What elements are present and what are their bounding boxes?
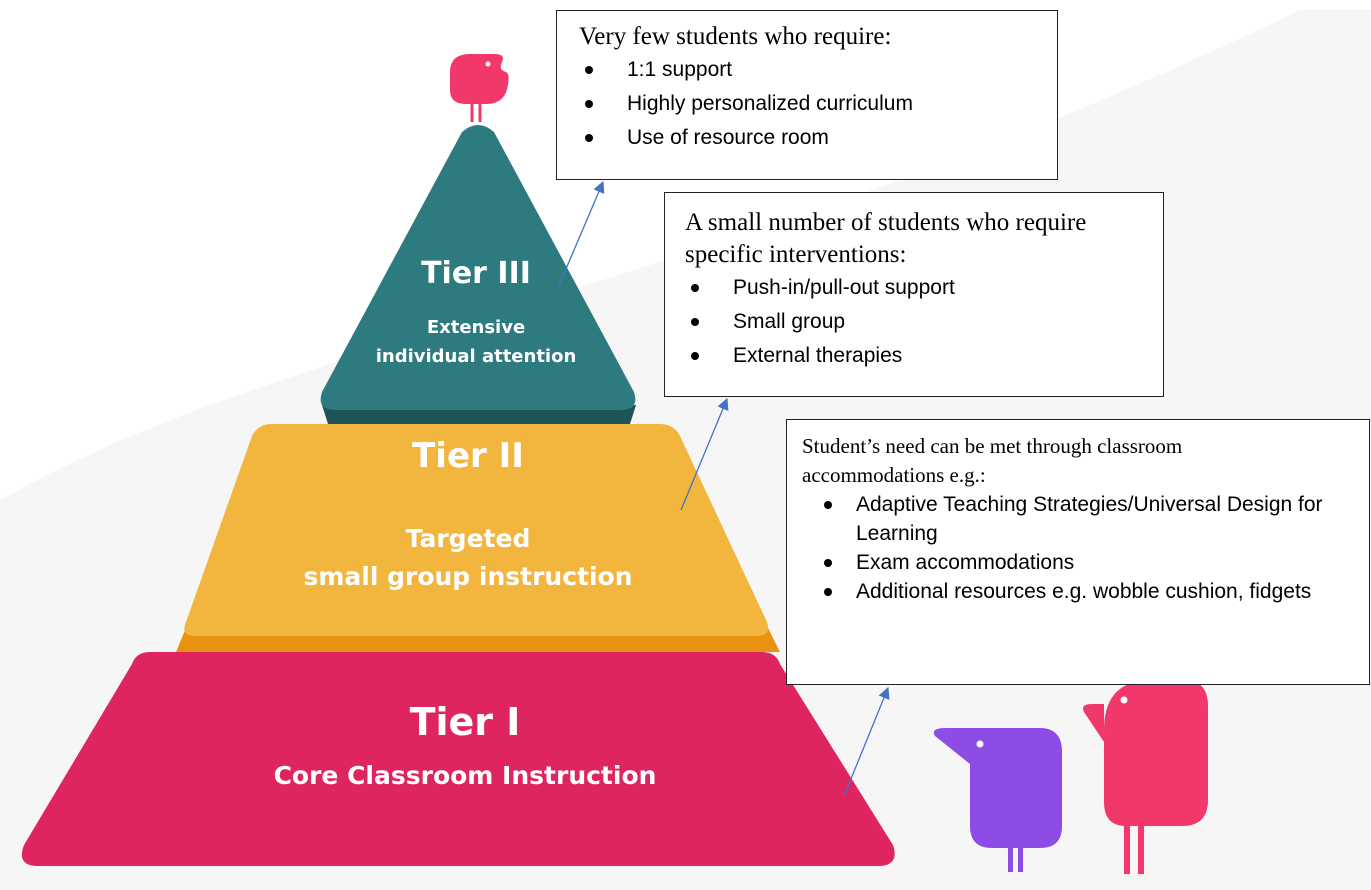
callout-3-arrow [843, 686, 890, 797]
callout-3-item: Exam accommodations [802, 548, 1336, 577]
tier-1-subtitle: Core Classroom Instruction [274, 761, 657, 790]
tier-3-shape [320, 125, 636, 410]
callout-2-item: Small group [685, 305, 1163, 339]
callout-tier-2: A small number of students who require s… [664, 192, 1164, 397]
callout-2-item: External therapies [685, 339, 1163, 373]
callout-2-arrow [680, 397, 729, 511]
callout-1-item: 1:1 support [579, 53, 1057, 87]
tier-3-subtitle-line-2: individual attention [376, 346, 577, 367]
callout-2-heading: A small number of students who require s… [685, 209, 1087, 268]
pink-bird-icon [1083, 680, 1208, 874]
purple-bird-icon [933, 728, 1062, 872]
callout-tier-3: Very few students who require: 1:1 suppo… [556, 10, 1058, 180]
tier-1-block: Tier I Core Classroom Instruction [21, 652, 895, 866]
callout-2-list: Push-in/pull-out support Small group Ext… [685, 271, 1163, 373]
callout-3-item: Additional resources e.g. wobble cushion… [802, 577, 1336, 606]
callout-tier-1: Student’s need can be met through classr… [786, 419, 1370, 685]
callout-1-heading: Very few students who require: [579, 23, 892, 50]
tier-2-subtitle-line-2: small group instruction [303, 562, 632, 591]
callout-1-list: 1:1 support Highly personalized curricul… [579, 53, 1057, 155]
callout-1-arrow [556, 180, 605, 291]
callout-3-heading: Student’s need can be met through classr… [802, 434, 1183, 487]
tier-2-shape [184, 424, 769, 636]
tier-2-title: Tier II [412, 436, 524, 476]
tier-1-shape [21, 652, 895, 866]
tier-2-block: Tier II Targeted small group instruction [176, 424, 780, 652]
tier-2-subtitle-line-1: Targeted [406, 524, 531, 553]
callout-3-item: Adaptive Teaching Strategies/Universal D… [802, 490, 1336, 548]
callout-2-item: Push-in/pull-out support [685, 271, 1163, 305]
tier-3-block: Tier III Extensive individual attention [320, 125, 636, 424]
small-bird-icon [450, 54, 509, 122]
tier-3-title: Tier III [421, 256, 531, 291]
tier-3-subtitle-line-1: Extensive [427, 317, 525, 338]
tier-1-title: Tier I [410, 700, 521, 744]
callout-1-item: Highly personalized curriculum [579, 87, 1057, 121]
callout-3-list: Adaptive Teaching Strategies/Universal D… [802, 490, 1369, 606]
callout-1-item: Use of resource room [579, 121, 1057, 155]
